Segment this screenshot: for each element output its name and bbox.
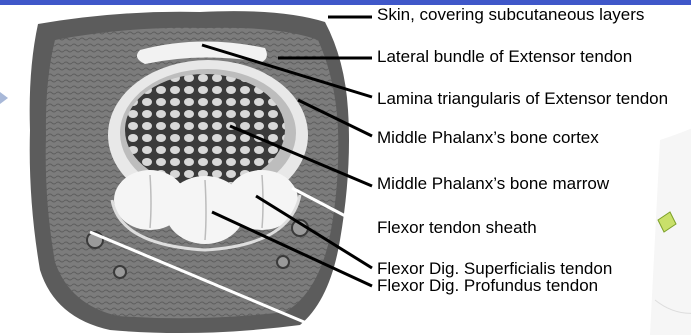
- label-lateral-bundle: Lateral bundle of Extensor tendon: [377, 47, 632, 67]
- label-skin: Skin, covering subcutaneous layers: [377, 5, 644, 25]
- label-bone-marrow: Middle Phalanx’s bone marrow: [377, 174, 609, 194]
- bone-marrow: [125, 74, 285, 186]
- label-bone-cortex: Middle Phalanx’s bone cortex: [377, 128, 599, 148]
- label-lamina-triangularis: Lamina triangularis of Extensor tendon: [377, 89, 668, 109]
- label-profundus: Flexor Dig. Profundus tendon: [377, 276, 598, 296]
- background-graphic: [650, 120, 691, 335]
- left-edge-arrow-icon: [0, 92, 8, 104]
- label-flexor-sheath: Flexor tendon sheath: [377, 218, 537, 238]
